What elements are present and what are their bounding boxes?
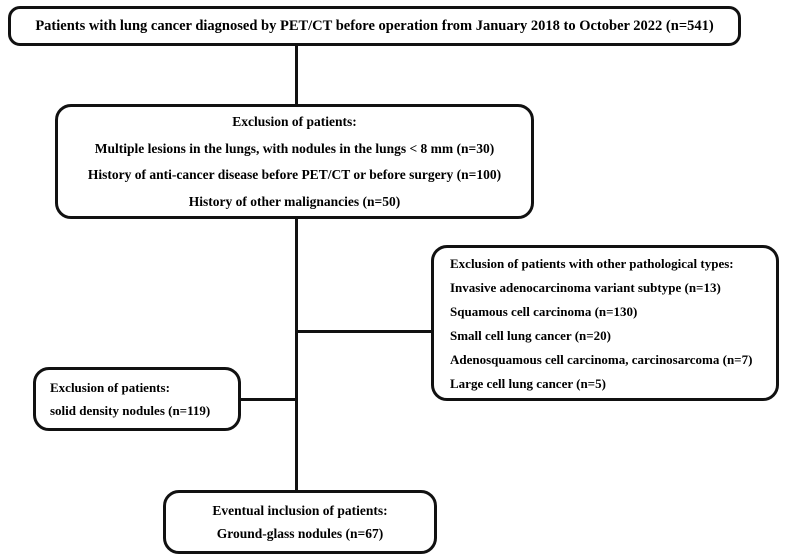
final-inclusion-heading: Eventual inclusion of patients: [212, 502, 388, 518]
connector-spine-to-exclusion-pathology [295, 330, 434, 333]
connector-spine-to-exclusion-solid [238, 398, 298, 401]
exclusion-pathology-item-3: Small cell lung cancer (n=20) [450, 327, 611, 343]
node-exclusion-solid-density: Exclusion of patients: solid density nod… [33, 367, 241, 431]
exclusion-general-heading: Exclusion of patients: [232, 114, 357, 129]
node-final-inclusion: Eventual inclusion of patients: Ground-g… [163, 490, 437, 554]
enrolled-patients-text: Patients with lung cancer diagnosed by P… [35, 17, 714, 34]
exclusion-general-item-1: Multiple lesions in the lungs, with nodu… [94, 140, 495, 156]
node-exclusion-general: Exclusion of patients: Multiple lesions … [55, 104, 534, 219]
exclusion-general-item-3: History of other malignancies (n=50) [188, 193, 401, 209]
connector-enrolled-to-exclusion-general [295, 46, 298, 105]
exclusion-pathology-heading: Exclusion of patients with other patholo… [450, 255, 734, 271]
node-exclusion-pathology: Exclusion of patients with other patholo… [431, 245, 779, 401]
final-inclusion-item-1: Ground-glass nodules (n=67) [216, 526, 384, 541]
exclusion-pathology-item-2: Squamous cell carcinoma (n=130) [450, 303, 638, 319]
exclusion-pathology-item-4: Adenosquamous cell carcinoma, carcinosar… [450, 351, 753, 367]
connector-main-spine [295, 218, 298, 492]
exclusion-general-item-2: History of anti-cancer disease before PE… [87, 167, 502, 182]
exclusion-solid-heading: Exclusion of patients: [50, 380, 170, 395]
exclusion-pathology-item-5: Large cell lung cancer (n=5) [450, 375, 606, 391]
exclusion-solid-item-1: solid density nodules (n=119) [50, 403, 211, 418]
exclusion-pathology-item-1: Invasive adenocarcinoma variant subtype … [450, 279, 721, 295]
node-enrolled-patients: Patients with lung cancer diagnosed by P… [8, 6, 741, 46]
